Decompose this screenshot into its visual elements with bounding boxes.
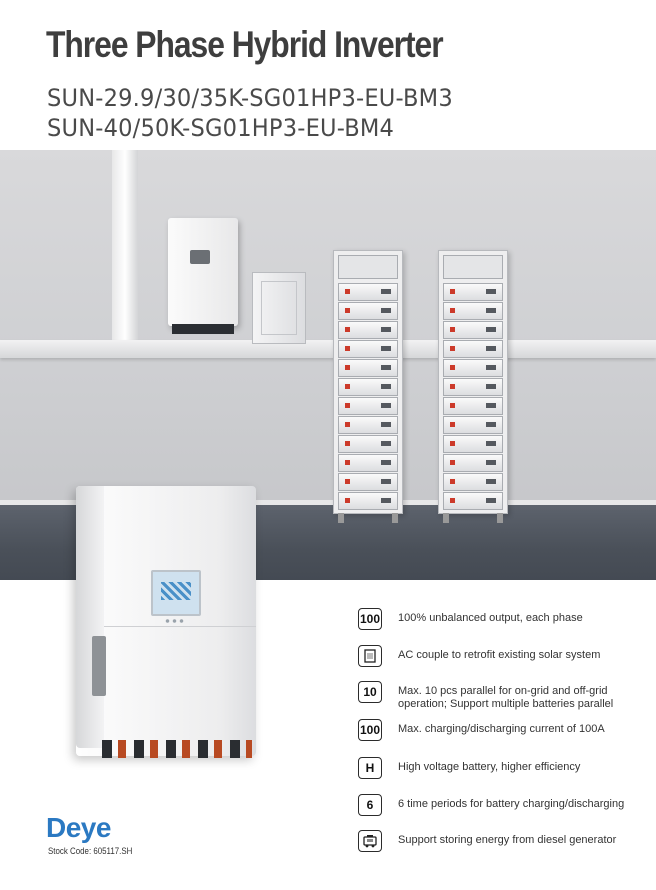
feature-item: H High voltage battery, higher efficienc… (358, 757, 648, 787)
rack-leg (497, 513, 503, 523)
battery-module (443, 492, 503, 510)
rack-leg (338, 513, 344, 523)
product-scene-image (0, 150, 656, 580)
battery-module (443, 359, 503, 377)
rack-leg (443, 513, 449, 523)
stock-code: Stock Code: 605117.SH (48, 846, 133, 856)
feature-item: 100 Max. charging/discharging current of… (358, 719, 648, 749)
feature-item: 10 Max. 10 pcs parallel for on-grid and … (358, 681, 648, 711)
feature-item: Support storing energy from diesel gener… (358, 830, 648, 860)
battery-module (443, 397, 503, 415)
cable-duct-vertical (112, 150, 138, 350)
feature-text: 6 time periods for battery charging/disc… (398, 798, 625, 810)
battery-module (443, 454, 503, 472)
feature-text: High voltage battery, higher efficiency (398, 761, 581, 773)
feature-text: Max. 10 pcs parallel for on-grid and off… (398, 685, 614, 710)
time-periods-icon: 6 (358, 794, 382, 816)
ac-couple-icon (358, 645, 382, 667)
battery-rack (333, 250, 403, 523)
battery-module (338, 435, 398, 453)
inverter-lcd-screen (151, 570, 201, 616)
mounting-bracket (92, 636, 106, 696)
inverter-buttons (164, 618, 186, 624)
high-voltage-icon: H (358, 757, 382, 779)
wall-mounted-inverter (168, 218, 238, 334)
battery-module (443, 340, 503, 358)
battery-module (338, 454, 398, 472)
diesel-generator-icon (358, 830, 382, 852)
feature-text: 100% unbalanced output, each phase (398, 612, 583, 624)
battery-control-box (338, 255, 398, 279)
battery-module (443, 283, 503, 301)
battery-module (443, 473, 503, 491)
model-line-1: SUN-29.9/30/35K-SG01HP3-EU-BM3 (47, 84, 453, 112)
brand-logo: Deye (46, 812, 111, 843)
distribution-cabinet (252, 272, 306, 344)
battery-module (338, 321, 398, 339)
battery-module (338, 473, 398, 491)
skirting (0, 500, 656, 506)
wall (0, 150, 656, 515)
battery-module (443, 321, 503, 339)
charging-current-icon: 100 (358, 719, 382, 741)
hybrid-inverter-image (76, 486, 256, 758)
battery-module (338, 302, 398, 320)
feature-text: AC couple to retrofit existing solar sys… (398, 649, 601, 661)
battery-rack (438, 250, 508, 523)
unbalanced-output-icon: 100 (358, 608, 382, 630)
battery-module (338, 359, 398, 377)
feature-text: Max. charging/discharging current of 100… (398, 723, 605, 735)
battery-module (443, 416, 503, 434)
rack-leg (392, 513, 398, 523)
battery-module (443, 435, 503, 453)
battery-module (338, 340, 398, 358)
battery-module (338, 397, 398, 415)
battery-control-box (443, 255, 503, 279)
feature-item: 100 100% unbalanced output, each phase (358, 608, 648, 638)
battery-module (338, 416, 398, 434)
inverter-display (190, 250, 210, 264)
battery-module (443, 378, 503, 396)
parallel-icon: 10 (358, 681, 382, 703)
inverter-connectors (172, 324, 234, 334)
page-title: Three Phase Hybrid Inverter (46, 24, 444, 65)
feature-item: AC couple to retrofit existing solar sys… (358, 645, 648, 675)
feature-item: 6 6 time periods for battery charging/di… (358, 794, 648, 824)
battery-module (338, 378, 398, 396)
battery-module (443, 302, 503, 320)
model-line-2: SUN-40/50K-SG01HP3-EU-BM4 (47, 114, 395, 142)
cable-duct-horizontal (0, 340, 656, 358)
battery-module (338, 492, 398, 510)
inverter-connectors (102, 740, 252, 758)
battery-module (338, 283, 398, 301)
feature-text: Support storing energy from diesel gener… (398, 834, 617, 846)
